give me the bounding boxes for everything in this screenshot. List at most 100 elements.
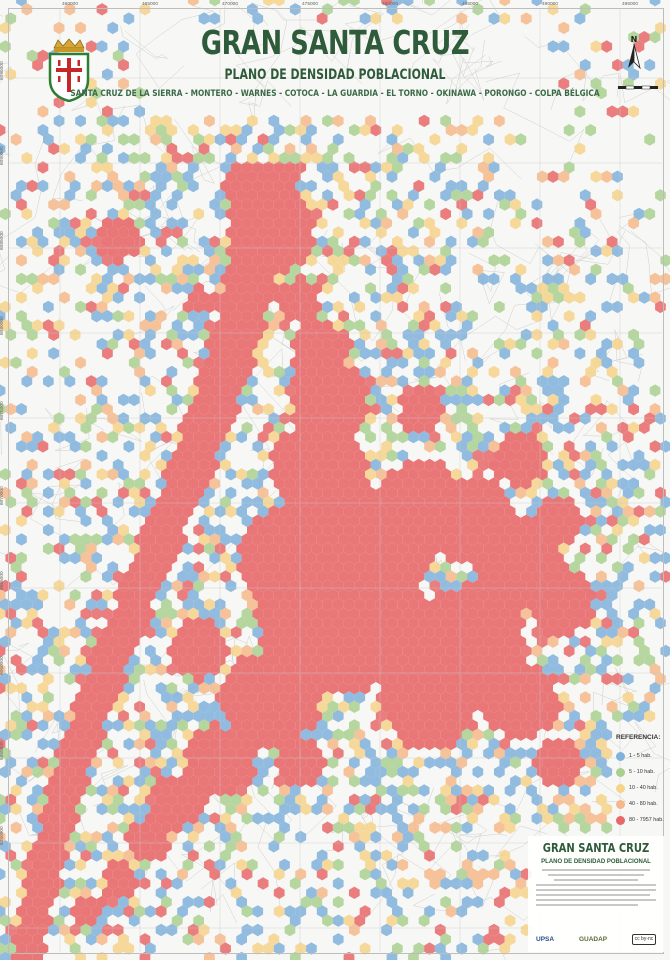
density-hexagon	[547, 505, 559, 518]
density-hexagon	[43, 635, 54, 648]
density-hexagon	[467, 589, 478, 602]
density-hexagon	[332, 542, 344, 555]
legend-swatch	[616, 767, 625, 777]
density-hexagon	[316, 589, 328, 602]
density-hexagon	[617, 105, 629, 118]
density-hexagon	[397, 561, 409, 574]
density-hexagon	[461, 449, 473, 462]
density-hexagon	[413, 347, 425, 360]
density-hexagon	[526, 691, 537, 704]
density-hexagon	[289, 375, 301, 388]
density-hexagon	[273, 179, 285, 193]
density-hexagon	[563, 161, 575, 174]
density-hexagon	[75, 151, 86, 165]
density-hexagon	[343, 523, 355, 537]
density-hexagon	[579, 226, 591, 239]
density-hexagon	[26, 347, 38, 360]
density-hexagon	[408, 635, 419, 648]
density-hexagon	[80, 886, 92, 899]
density-hexagon	[375, 375, 387, 388]
density-hexagon	[402, 589, 414, 602]
density-hexagon	[408, 430, 419, 444]
density-hexagon	[59, 775, 70, 788]
density-hexagon	[332, 226, 344, 239]
density-hexagon	[510, 272, 521, 286]
density-hexagon	[461, 654, 473, 667]
density-hexagon	[354, 505, 366, 518]
density-hexagon	[574, 291, 586, 304]
density-hexagon	[257, 133, 269, 146]
density-hexagon	[402, 886, 414, 899]
density-hexagon	[574, 719, 586, 732]
density-hexagon	[225, 319, 237, 332]
density-hexagon	[134, 589, 145, 602]
density-hexagon	[402, 384, 414, 397]
density-hexagon	[193, 486, 204, 500]
density-hexagon	[220, 700, 231, 713]
density-hexagon	[204, 114, 215, 128]
density-hexagon	[434, 644, 446, 658]
density-hexagon	[402, 403, 414, 416]
density-hexagon	[332, 914, 344, 927]
density-hexagon	[440, 691, 451, 704]
density-hexagon	[418, 114, 430, 128]
density-hexagon	[338, 384, 349, 397]
density-hexagon	[225, 170, 237, 183]
density-hexagon	[445, 626, 457, 639]
density-hexagon	[300, 579, 312, 593]
density-hexagon	[354, 523, 366, 537]
density-hexagon	[134, 626, 145, 639]
density-hexagon	[381, 0, 392, 7]
density-hexagon	[102, 868, 113, 881]
density-hexagon	[397, 375, 409, 388]
density-hexagon	[252, 477, 264, 490]
density-hexagon	[590, 579, 602, 593]
density-hexagon	[112, 254, 124, 267]
density-hexagon	[85, 40, 97, 53]
density-hexagon	[32, 430, 43, 444]
density-hexagon	[257, 635, 269, 648]
density-hexagon	[558, 375, 570, 388]
density-hexagon	[531, 198, 543, 211]
density-hexagon	[472, 616, 484, 630]
density-hexagon	[128, 914, 140, 927]
density-hexagon	[134, 291, 145, 304]
density-hexagon	[381, 477, 392, 490]
density-hexagon	[601, 430, 613, 444]
density-hexagon	[563, 458, 575, 472]
density-hexagon	[252, 700, 264, 713]
density-hexagon	[392, 347, 403, 360]
logos-row: UPSA GUADAP cc by-nc	[536, 932, 656, 946]
density-hexagon	[102, 142, 113, 155]
density-hexagon	[617, 458, 629, 472]
density-hexagon	[553, 328, 564, 341]
density-hexagon	[596, 496, 607, 509]
density-hexagon	[273, 868, 285, 881]
density-hexagon	[494, 393, 505, 407]
density-hexagon	[316, 644, 328, 658]
density-hexagon	[107, 561, 119, 574]
density-hexagon	[338, 589, 349, 602]
density-hexagon	[359, 235, 371, 248]
density-hexagon	[622, 505, 634, 518]
density-hexagon	[112, 849, 124, 862]
density-hexagon	[295, 384, 307, 397]
density-hexagon	[322, 914, 333, 927]
density-hexagon	[316, 328, 328, 341]
density-hexagon	[402, 458, 414, 472]
density-hexagon	[263, 551, 274, 565]
density-hexagon	[118, 654, 129, 667]
density-hexagon	[392, 737, 403, 751]
density-hexagon	[252, 942, 264, 955]
density-hexagon	[161, 430, 172, 444]
density-hexagon	[252, 254, 264, 267]
density-hexagon	[289, 356, 301, 369]
upsa-logo: UPSA	[536, 935, 555, 943]
density-hexagon	[123, 830, 135, 844]
density-hexagon	[10, 933, 22, 946]
density-hexagon	[467, 496, 478, 509]
coord-label: 8080000	[0, 316, 5, 335]
density-hexagon	[279, 635, 290, 648]
density-hexagon	[59, 198, 70, 211]
